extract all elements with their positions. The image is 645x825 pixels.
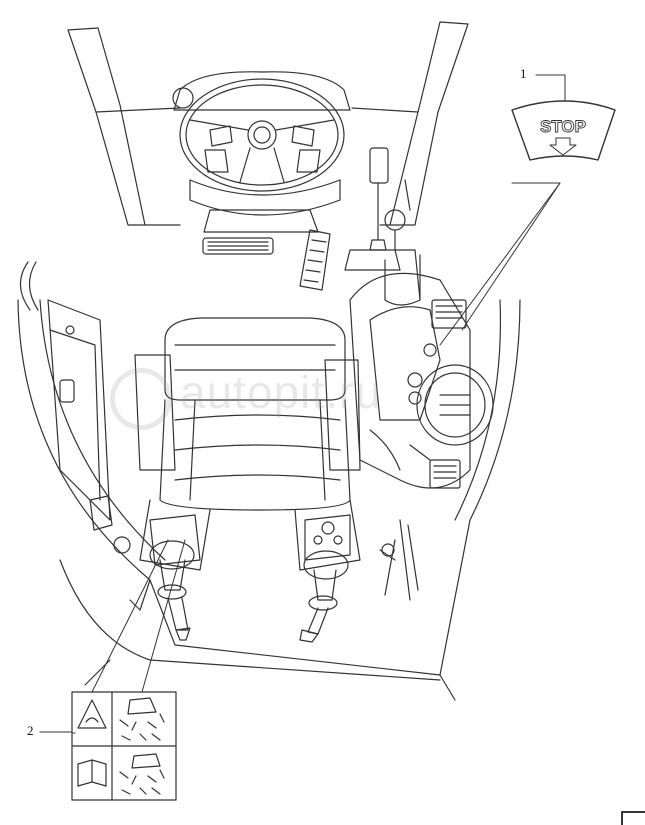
cab-frame (17, 21, 521, 701)
callout-1-label: 1 (520, 66, 527, 81)
machine-pictogram-icon-2 (131, 753, 161, 769)
leader-lines (39, 74, 566, 734)
watermark-text: autopit.ru (180, 366, 382, 418)
stop-decal-text: STOP (540, 117, 586, 136)
callout-2-label: 2 (27, 723, 34, 738)
right-console (344, 147, 494, 601)
stop-decal: STOP (511, 100, 616, 161)
warning-decal-sheet (71, 691, 177, 801)
left-panel (19, 261, 131, 554)
pedals (202, 229, 331, 291)
page-corner-mark (621, 811, 645, 825)
warning-triangle-icon (77, 699, 107, 729)
manual-book-icon (77, 759, 107, 787)
steering-wheel (172, 71, 351, 233)
right-joystick (299, 514, 351, 643)
left-joystick (149, 514, 201, 641)
operator-seat (134, 317, 361, 571)
machine-pictogram-icon (127, 697, 157, 715)
watermark-logo (110, 368, 172, 430)
